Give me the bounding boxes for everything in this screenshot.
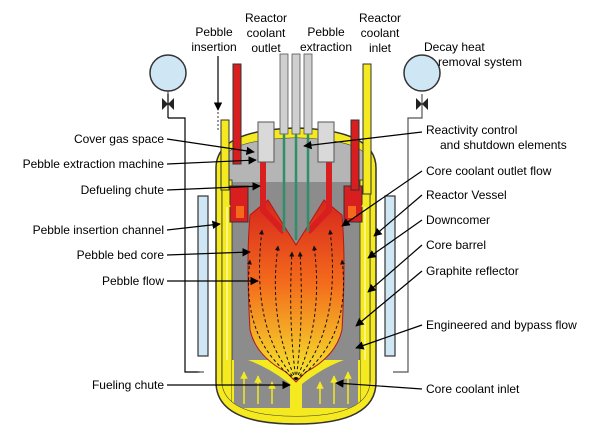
pebble-extraction-machine-left xyxy=(257,121,275,163)
svg-text:extraction: extraction xyxy=(300,40,352,54)
svg-text:coolant: coolant xyxy=(361,26,400,40)
label-reactor-vessel: Reactor Vessel xyxy=(373,188,507,237)
cooling-panel-left xyxy=(197,195,209,357)
svg-text:Pebble: Pebble xyxy=(195,25,233,39)
label-reactivity-control: Reactivity control and shutdown elements xyxy=(303,123,567,152)
valve-right-icon xyxy=(416,98,428,110)
svg-text:Defueling chute: Defueling chute xyxy=(81,183,165,197)
label-pebble-extraction-machine: Pebble extraction machine xyxy=(23,156,257,171)
svg-text:Pebble: Pebble xyxy=(307,25,345,39)
svg-text:Core barrel: Core barrel xyxy=(426,238,486,252)
svg-text:Decay heat: Decay heat xyxy=(424,40,485,54)
pebble-flow-lines xyxy=(246,229,346,381)
cooling-panel-right xyxy=(384,195,396,357)
svg-text:Core coolant inlet: Core coolant inlet xyxy=(426,382,520,396)
label-pebble-insertion-channel: Pebble insertion channel xyxy=(33,220,221,237)
decay-heat-exchanger-right xyxy=(403,54,441,92)
decay-heat-exchanger-left xyxy=(149,54,187,92)
pebble-extraction-machine-right xyxy=(317,121,335,163)
decay-heat-loop-left xyxy=(149,54,209,373)
defueling-chutes xyxy=(229,160,363,235)
svg-text:Downcomer: Downcomer xyxy=(426,213,490,227)
svg-text:Pebble insertion channel: Pebble insertion channel xyxy=(33,223,164,237)
pebble-insertion-nozzle xyxy=(217,112,230,191)
label-core-coolant-inlet: Core coolant inlet xyxy=(335,379,520,396)
svg-text:Pebble bed core: Pebble bed core xyxy=(77,248,165,262)
label-reactor-coolant-outlet: Reactor coolant outlet xyxy=(245,11,287,55)
svg-text:outlet: outlet xyxy=(251,41,281,55)
svg-text:inlet: inlet xyxy=(369,41,392,55)
label-defueling-chute: Defueling chute xyxy=(81,182,261,197)
coolant-upflow-arrows xyxy=(223,199,369,404)
svg-text:Pebble extraction machine: Pebble extraction machine xyxy=(23,157,165,171)
fueling-chute xyxy=(290,384,302,410)
svg-text:Reactor: Reactor xyxy=(245,11,287,25)
svg-text:Engineered and bypass flow: Engineered and bypass flow xyxy=(426,318,577,332)
svg-text:Fueling chute: Fueling chute xyxy=(92,378,164,392)
decay-heat-loop-right xyxy=(384,54,441,373)
label-downcomer: Downcomer xyxy=(367,213,490,259)
svg-text:insertion: insertion xyxy=(191,40,236,54)
svg-text:and shutdown elements: and shutdown elements xyxy=(440,138,567,152)
label-pebble-flow: Pebble flow xyxy=(102,274,259,288)
label-pebble-bed-core: Pebble bed core xyxy=(77,248,251,262)
label-engineered-bypass-flow: Engineered and bypass flow xyxy=(355,318,577,350)
valve-left-icon xyxy=(162,98,174,110)
svg-text:Reactor: Reactor xyxy=(359,11,401,25)
svg-text:Core coolant outlet flow: Core coolant outlet flow xyxy=(426,164,552,178)
label-core-barrel: Core barrel xyxy=(367,238,486,293)
svg-text:Pebble flow: Pebble flow xyxy=(102,274,164,288)
label-pebble-insertion: Pebble insertion xyxy=(191,25,237,111)
svg-text:Reactivity control: Reactivity control xyxy=(426,123,517,137)
svg-text:removal system: removal system xyxy=(438,55,522,69)
label-fueling-chute: Fueling chute xyxy=(92,378,291,392)
label-reactor-coolant-inlet: Reactor coolant inlet xyxy=(359,11,401,55)
label-cover-gas-space: Cover gas space xyxy=(74,132,255,156)
label-core-coolant-outlet-flow: Core coolant outlet flow xyxy=(341,164,552,227)
label-pebble-extraction: Pebble extraction xyxy=(300,25,352,54)
svg-text:coolant: coolant xyxy=(247,26,286,40)
svg-text:Graphite reflector: Graphite reflector xyxy=(426,264,519,278)
svg-text:Reactor Vessel: Reactor Vessel xyxy=(426,188,507,202)
label-graphite-reflector: Graphite reflector xyxy=(355,264,519,327)
reactivity-control-rods xyxy=(279,53,313,240)
label-decay-heat-removal: Decay heat removal system xyxy=(424,40,522,69)
reactor-coolant-outlet-pipe xyxy=(232,63,242,165)
reactor-coolant-inlet-pipe xyxy=(362,63,372,195)
reactor-coolant-inlet-pipe-red xyxy=(350,119,360,191)
svg-text:Cover gas space: Cover gas space xyxy=(74,132,164,146)
